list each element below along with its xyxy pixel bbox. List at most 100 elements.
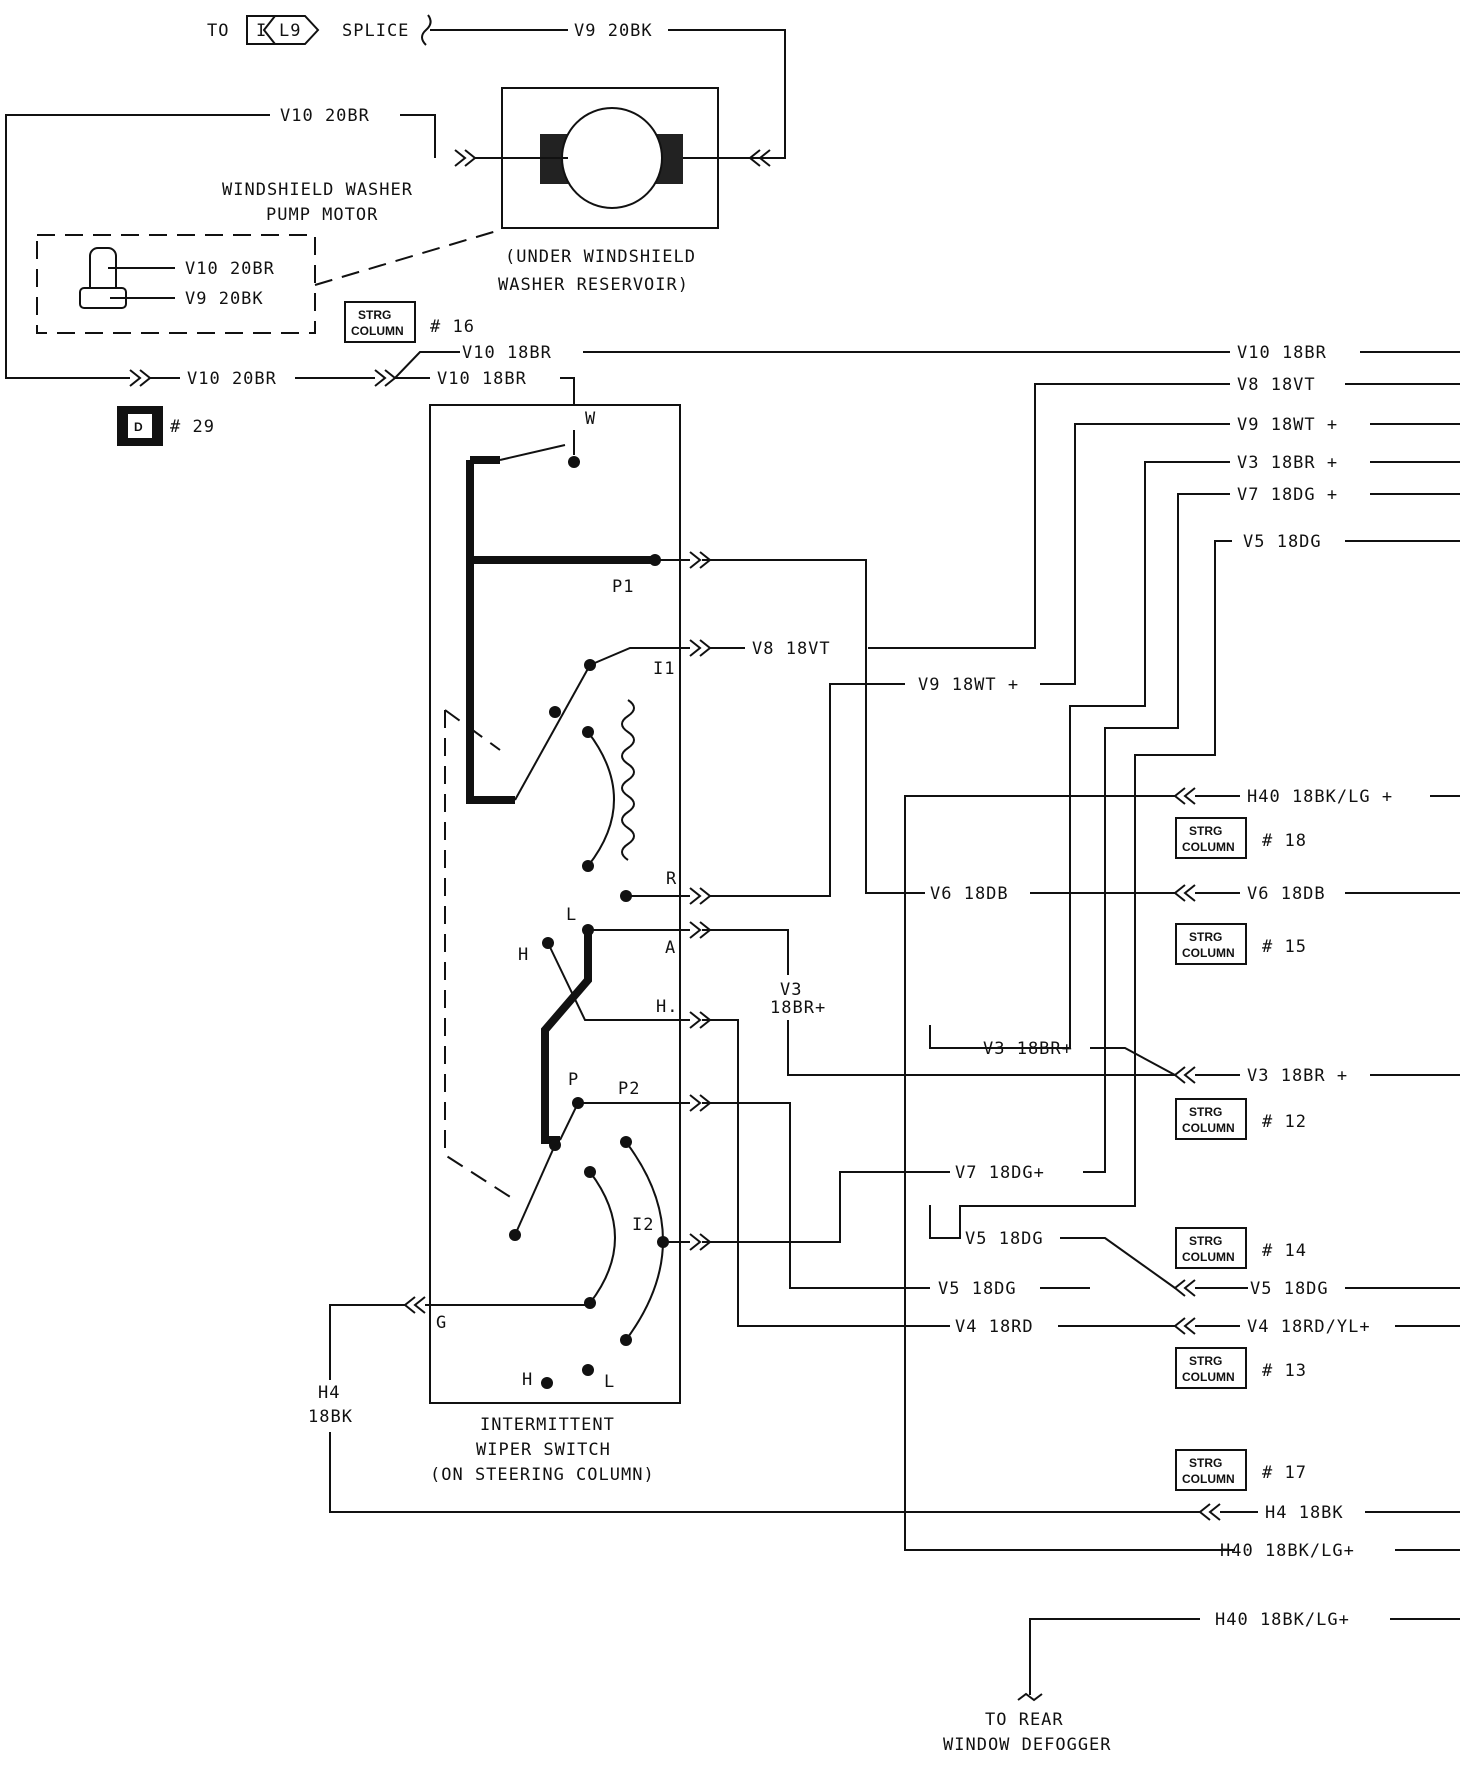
connector-i2 — [689, 1233, 712, 1251]
connector-29-inner — [128, 414, 152, 438]
switch-resistor-coil — [621, 699, 635, 861]
connector-v10-left — [129, 369, 152, 387]
connector-a — [689, 921, 712, 939]
wire-v10-20br-bottom-label: V10 20BR — [187, 369, 277, 389]
pump-connector-left — [454, 149, 477, 167]
switch-l-bottom-label: L — [604, 1372, 615, 1392]
connector-h — [689, 1011, 712, 1029]
wire-v9-20bk-label: V9 20BK — [574, 21, 653, 41]
wire-v10-18br-right-label: V10 18BR — [1237, 343, 1327, 363]
strg-16-line2: COLUMN — [351, 324, 404, 338]
wire-h40-bottom-label: H40 18BK/LG+ — [1220, 1541, 1355, 1561]
pump-motor-armature — [561, 107, 663, 209]
wire-v9-18wt-left-label: V9 18WT + — [918, 675, 1019, 695]
connector-29-label: # 29 — [170, 417, 215, 437]
wire-v8-route — [868, 383, 1230, 649]
wire-v4-18rd-label: V4 18RD — [955, 1317, 1034, 1337]
wire-v5-18dg-right-in-label: V5 18DG — [1250, 1279, 1329, 1299]
wire-v3-route — [929, 461, 1230, 1049]
switch-title-2: WIPER SWITCH — [476, 1440, 611, 1460]
switch-r-label: R — [666, 869, 677, 889]
wire-v9-18wt-left-route — [710, 683, 905, 897]
connector-view-box — [36, 234, 316, 334]
switch-h-bottom-label: H — [522, 1370, 533, 1390]
switch-i2-arm — [514, 1144, 556, 1236]
wire-v3-a-route — [702, 929, 789, 975]
wire-v5-in-a — [1060, 1237, 1176, 1289]
switch-park-bus — [541, 930, 592, 1144]
wire-v8-18vt-left-label: V8 18VT — [752, 639, 831, 659]
strg-column-12 — [1175, 1098, 1247, 1140]
strg-14-line2: COLUMN — [1182, 1250, 1235, 1264]
connector-i1 — [689, 639, 712, 657]
switch-i1-label: I1 — [653, 659, 675, 679]
wire-v7-18dg-right-label: V7 18DG + — [1237, 485, 1338, 505]
splice-connector-left: I — [256, 21, 267, 41]
strg-13-line1: STRG — [1189, 1354, 1222, 1368]
connector-v10-mid — [374, 369, 397, 387]
switch-i2-arc-inner — [589, 1171, 616, 1304]
strg-column-15 — [1175, 923, 1247, 965]
connector-h4 — [1198, 1503, 1221, 1521]
strg-13-line2: COLUMN — [1182, 1370, 1235, 1384]
wire-h40-defogger — [1029, 1618, 1200, 1695]
connector-v3 — [1173, 1066, 1196, 1084]
wire-v5-18dg-in-label: V5 18DG — [965, 1229, 1044, 1249]
pump-connector-right — [748, 149, 771, 167]
wire-h40-right-label: H40 18BK/LG + — [1247, 787, 1393, 807]
connector-14-label: # 14 — [1262, 1241, 1307, 1261]
switch-a-label: A — [665, 938, 676, 958]
strg-17-line1: STRG — [1189, 1456, 1222, 1470]
wire-v6-18db-right-label: V6 18DB — [1247, 884, 1326, 904]
wire-h4-top — [329, 1304, 405, 1380]
strg-15-line2: COLUMN — [1182, 946, 1235, 960]
switch-i1-arc — [587, 731, 615, 867]
switch-h-dot-label: H. — [656, 997, 678, 1017]
splice-label: SPLICE — [342, 21, 409, 41]
switch-p-label: P — [568, 1070, 579, 1090]
switch-h-label: H — [518, 945, 529, 965]
connector-v5 — [1173, 1279, 1196, 1297]
wire-v3-18br-in-label: V3 18BR+ — [983, 1039, 1073, 1059]
strg-column-13 — [1175, 1347, 1247, 1389]
wire-v8-18vt-right-label: V8 18VT — [1237, 375, 1316, 395]
connector-v4 — [1173, 1317, 1196, 1335]
strg-column-14 — [1175, 1227, 1247, 1269]
strg-column-18 — [1175, 817, 1247, 859]
wire-v10-loop — [5, 114, 270, 379]
splice-connector-right: L9 — [279, 21, 301, 41]
pump-location-2: WASHER RESERVOIR) — [498, 275, 689, 295]
pump-title-1: WINDSHIELD WASHER — [222, 180, 413, 200]
wire-v7-route — [1083, 493, 1230, 1173]
connector-g — [403, 1296, 426, 1314]
wire-h4-left-label-2: 18BK — [308, 1407, 353, 1427]
connector-h40 — [1173, 787, 1196, 805]
connector-16-label: # 16 — [430, 317, 475, 337]
switch-i1-arm — [514, 664, 591, 801]
switch-i2-pivot — [509, 1229, 521, 1241]
wire-v4-18rdyl-label: V4 18RD/YL+ — [1247, 1317, 1371, 1337]
switch-main-bus — [466, 460, 515, 804]
wire-h4-route — [329, 1432, 1200, 1513]
connector-12-label: # 12 — [1262, 1112, 1307, 1132]
switch-i1-contact-mid — [549, 706, 561, 718]
switch-i1-lead — [589, 647, 690, 666]
connector-view-v9-label: V9 20BK — [185, 289, 264, 309]
switch-w-contact — [568, 456, 580, 468]
strg-15-line1: STRG — [1189, 930, 1222, 944]
connector-18-label: # 18 — [1262, 831, 1307, 851]
switch-p-arm — [559, 1102, 579, 1141]
wire-v3-left-label-2: 18BR+ — [770, 998, 826, 1018]
defogger-line-2: WINDOW DEFOGGER — [943, 1735, 1112, 1755]
strg-column-16 — [344, 301, 416, 343]
switch-h-lead — [547, 942, 690, 1021]
connector-p2 — [689, 1094, 712, 1112]
switch-i2-label: I2 — [632, 1215, 654, 1235]
switch-w-arm — [499, 444, 566, 461]
wire-v6-route — [702, 559, 925, 894]
wire-v10-20br-top-label: V10 20BR — [280, 106, 370, 126]
connector-29-d: D — [134, 420, 143, 434]
wire-v9-18wt-route — [1040, 423, 1230, 685]
wire-v10-18br-top-label: V10 18BR — [462, 343, 552, 363]
connector-15-label: # 15 — [1262, 937, 1307, 957]
